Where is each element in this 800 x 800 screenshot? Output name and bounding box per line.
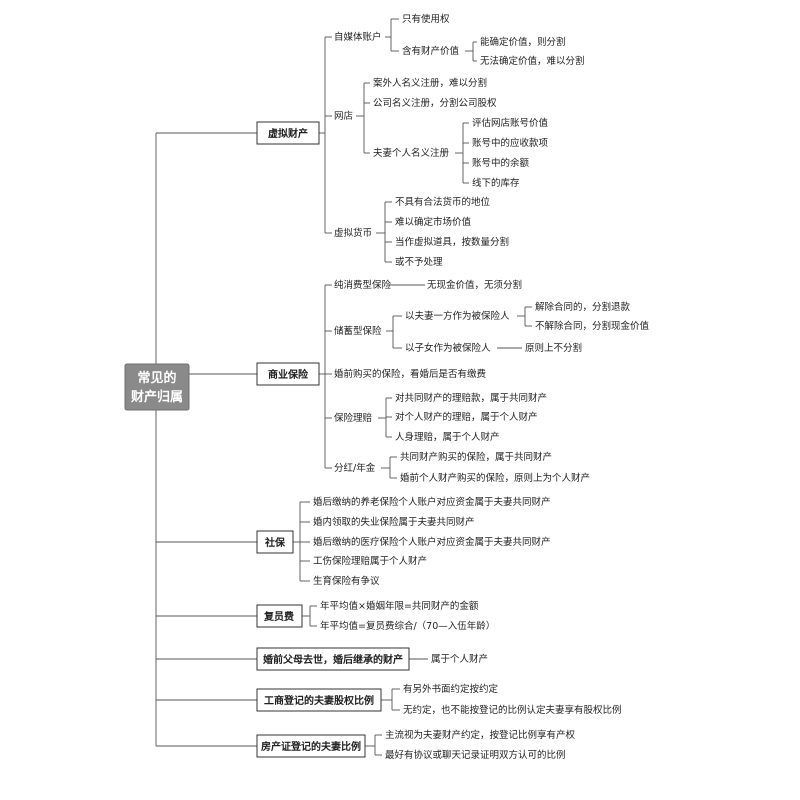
category-box — [256, 362, 320, 386]
leaf-written-agreement[interactable]: 有另外书面约定按约定 — [403, 683, 499, 695]
category-label: 虚拟财产 — [268, 127, 308, 140]
category-box — [256, 530, 294, 554]
leaf-split-as-prop[interactable]: 当作虚拟道具，按数量分割 — [395, 236, 509, 248]
leaf-receivables[interactable]: 账号中的应收款项 — [472, 137, 549, 149]
leaf-claim-common[interactable]: 对共同财产的理赔款，属于共同财产 — [395, 392, 547, 404]
category-demobilization-fee[interactable]: 复员费 — [256, 604, 303, 628]
category-label: 工商登记的夫妻股权比例 — [264, 694, 374, 707]
leaf-no-cash-value[interactable]: 无现金价值，无须分割 — [427, 279, 522, 291]
root-title-line2: 财产归属 — [131, 389, 183, 405]
leaf-unemployment[interactable]: 婚内领取的失业保险属于夫妻共同财产 — [313, 516, 475, 528]
node-savings-insurance[interactable]: 储蓄型保险 — [334, 325, 382, 337]
leaf-personal-property[interactable]: 属于个人财产 — [431, 653, 488, 665]
node-dividend-annuity[interactable]: 分红/年金 — [334, 462, 376, 474]
leaf-claim-injury[interactable]: 人身理赔，属于个人财产 — [395, 431, 500, 443]
node-claims[interactable]: 保险理赔 — [334, 412, 373, 424]
category-property-certificate[interactable]: 房产证登记的夫妻比例 — [256, 734, 366, 758]
root-title-line1: 常见的 — [137, 370, 176, 386]
leaf-not-handled[interactable]: 或不予处理 — [395, 256, 443, 268]
leaf-evaluate-account[interactable]: 评估网店账号价值 — [472, 117, 549, 129]
leaf-offline-inventory[interactable]: 线下的库存 — [472, 177, 520, 189]
leaf-no-agreement[interactable]: 无约定，也不能按登记的比例认定夫妻享有股权比例 — [403, 704, 622, 716]
connector-lines — [125, 18, 532, 756]
leaf-maternity[interactable]: 生育保险有争议 — [313, 575, 380, 587]
root-box — [124, 363, 190, 411]
leaf-pension[interactable]: 婚后缴纳的养老保险个人账户对应资金属于夫妻共同财产 — [313, 496, 551, 508]
leaf-value-undeterminable[interactable]: 无法确定价值，难以分割 — [480, 55, 585, 67]
leaf-keep-cash-value[interactable]: 不解除合同，分割现金价值 — [535, 320, 650, 332]
category-label: 婚前父母去世，婚后继承的财产 — [263, 653, 403, 666]
node-prenuptial-insurance[interactable]: 婚前购买的保险，看婚后是否有缴费 — [334, 368, 486, 380]
leaf-company-registered[interactable]: 公司名义注册，分割公司股权 — [373, 97, 497, 109]
category-box — [256, 121, 320, 145]
node-child-insured[interactable]: 以子女作为被保险人 — [405, 342, 491, 354]
category-label: 商业保险 — [268, 368, 309, 381]
node-online-store[interactable]: 网店 — [334, 110, 353, 122]
leaf-balance[interactable]: 账号中的余额 — [472, 157, 530, 169]
category-label: 房产证登记的夫妻比例 — [261, 740, 361, 753]
leaf-dividend-personal[interactable]: 婚前个人财产购买的保险，原则上为个人财产 — [400, 472, 590, 484]
leaf-use-right-only[interactable]: 只有使用权 — [402, 13, 450, 25]
leaf-fee-formula-1[interactable]: 年平均值×婚姻年限=共同财产的金额 — [320, 600, 479, 612]
category-social-security[interactable]: 社保 — [256, 530, 294, 554]
category-commercial-insurance[interactable]: 商业保险 — [256, 362, 320, 386]
category-inheritance[interactable]: 婚前父母去世，婚后继承的财产 — [256, 647, 410, 671]
category-label: 复员费 — [263, 610, 294, 623]
category-box — [256, 604, 303, 628]
leaf-third-party-registered[interactable]: 案外人名义注册，难以分割 — [373, 77, 487, 89]
branch-self-media-account[interactable]: 自媒体账户 — [334, 31, 382, 43]
node-pure-consumption[interactable]: 纯消费型保险 — [334, 279, 392, 291]
node-label: 自媒体账户 — [334, 31, 382, 43]
category-virtual-property[interactable]: 虚拟财产 — [256, 121, 320, 145]
leaf-best-evidence[interactable]: 最好有协议或聊天记录证明双方认可的比例 — [385, 749, 566, 761]
leaf-work-injury[interactable]: 工伤保险理赔属于个人财产 — [313, 555, 427, 567]
leaf-medical[interactable]: 婚后缴纳的医疗保险个人账户对应资金属于夫妻共同财产 — [313, 536, 551, 548]
leaf-fee-formula-2[interactable]: 年平均值=复员费综合/（70—入伍年龄） — [320, 620, 495, 632]
node-spouse-insured[interactable]: 以夫妻一方作为被保险人 — [405, 310, 510, 322]
category-label: 社保 — [264, 536, 286, 549]
leaf-not-legal-tender[interactable]: 不具有合法货币的地位 — [395, 196, 491, 208]
node-virtual-currency[interactable]: 虚拟货币 — [334, 227, 372, 239]
leaf-no-split[interactable]: 原则上不分割 — [525, 342, 582, 354]
category-business-registration[interactable]: 工商登记的夫妻股权比例 — [256, 688, 382, 712]
leaf-hard-to-value[interactable]: 难以确定市场价值 — [395, 216, 472, 228]
category-box — [256, 647, 410, 671]
category-box — [256, 688, 382, 712]
leaf-claim-personal[interactable]: 对个人财产的理赔，属于个人财产 — [395, 411, 538, 423]
node-spouse-registered[interactable]: 夫妻个人名义注册 — [373, 147, 450, 159]
node-has-property-value[interactable]: 含有财产价值 — [402, 45, 460, 57]
root-node[interactable]: 常见的 财产归属 — [124, 363, 190, 411]
leaf-value-determinable[interactable]: 能确定价值，则分割 — [480, 36, 566, 48]
leaf-dividend-common[interactable]: 共同财产购买的保险，属于共同财产 — [400, 451, 552, 463]
leaf-mainstream-view[interactable]: 主流视为夫妻财产约定，按登记比例享有产权 — [385, 729, 576, 741]
leaf-terminate-refund[interactable]: 解除合同的，分割退款 — [535, 301, 631, 313]
category-box — [256, 734, 366, 758]
